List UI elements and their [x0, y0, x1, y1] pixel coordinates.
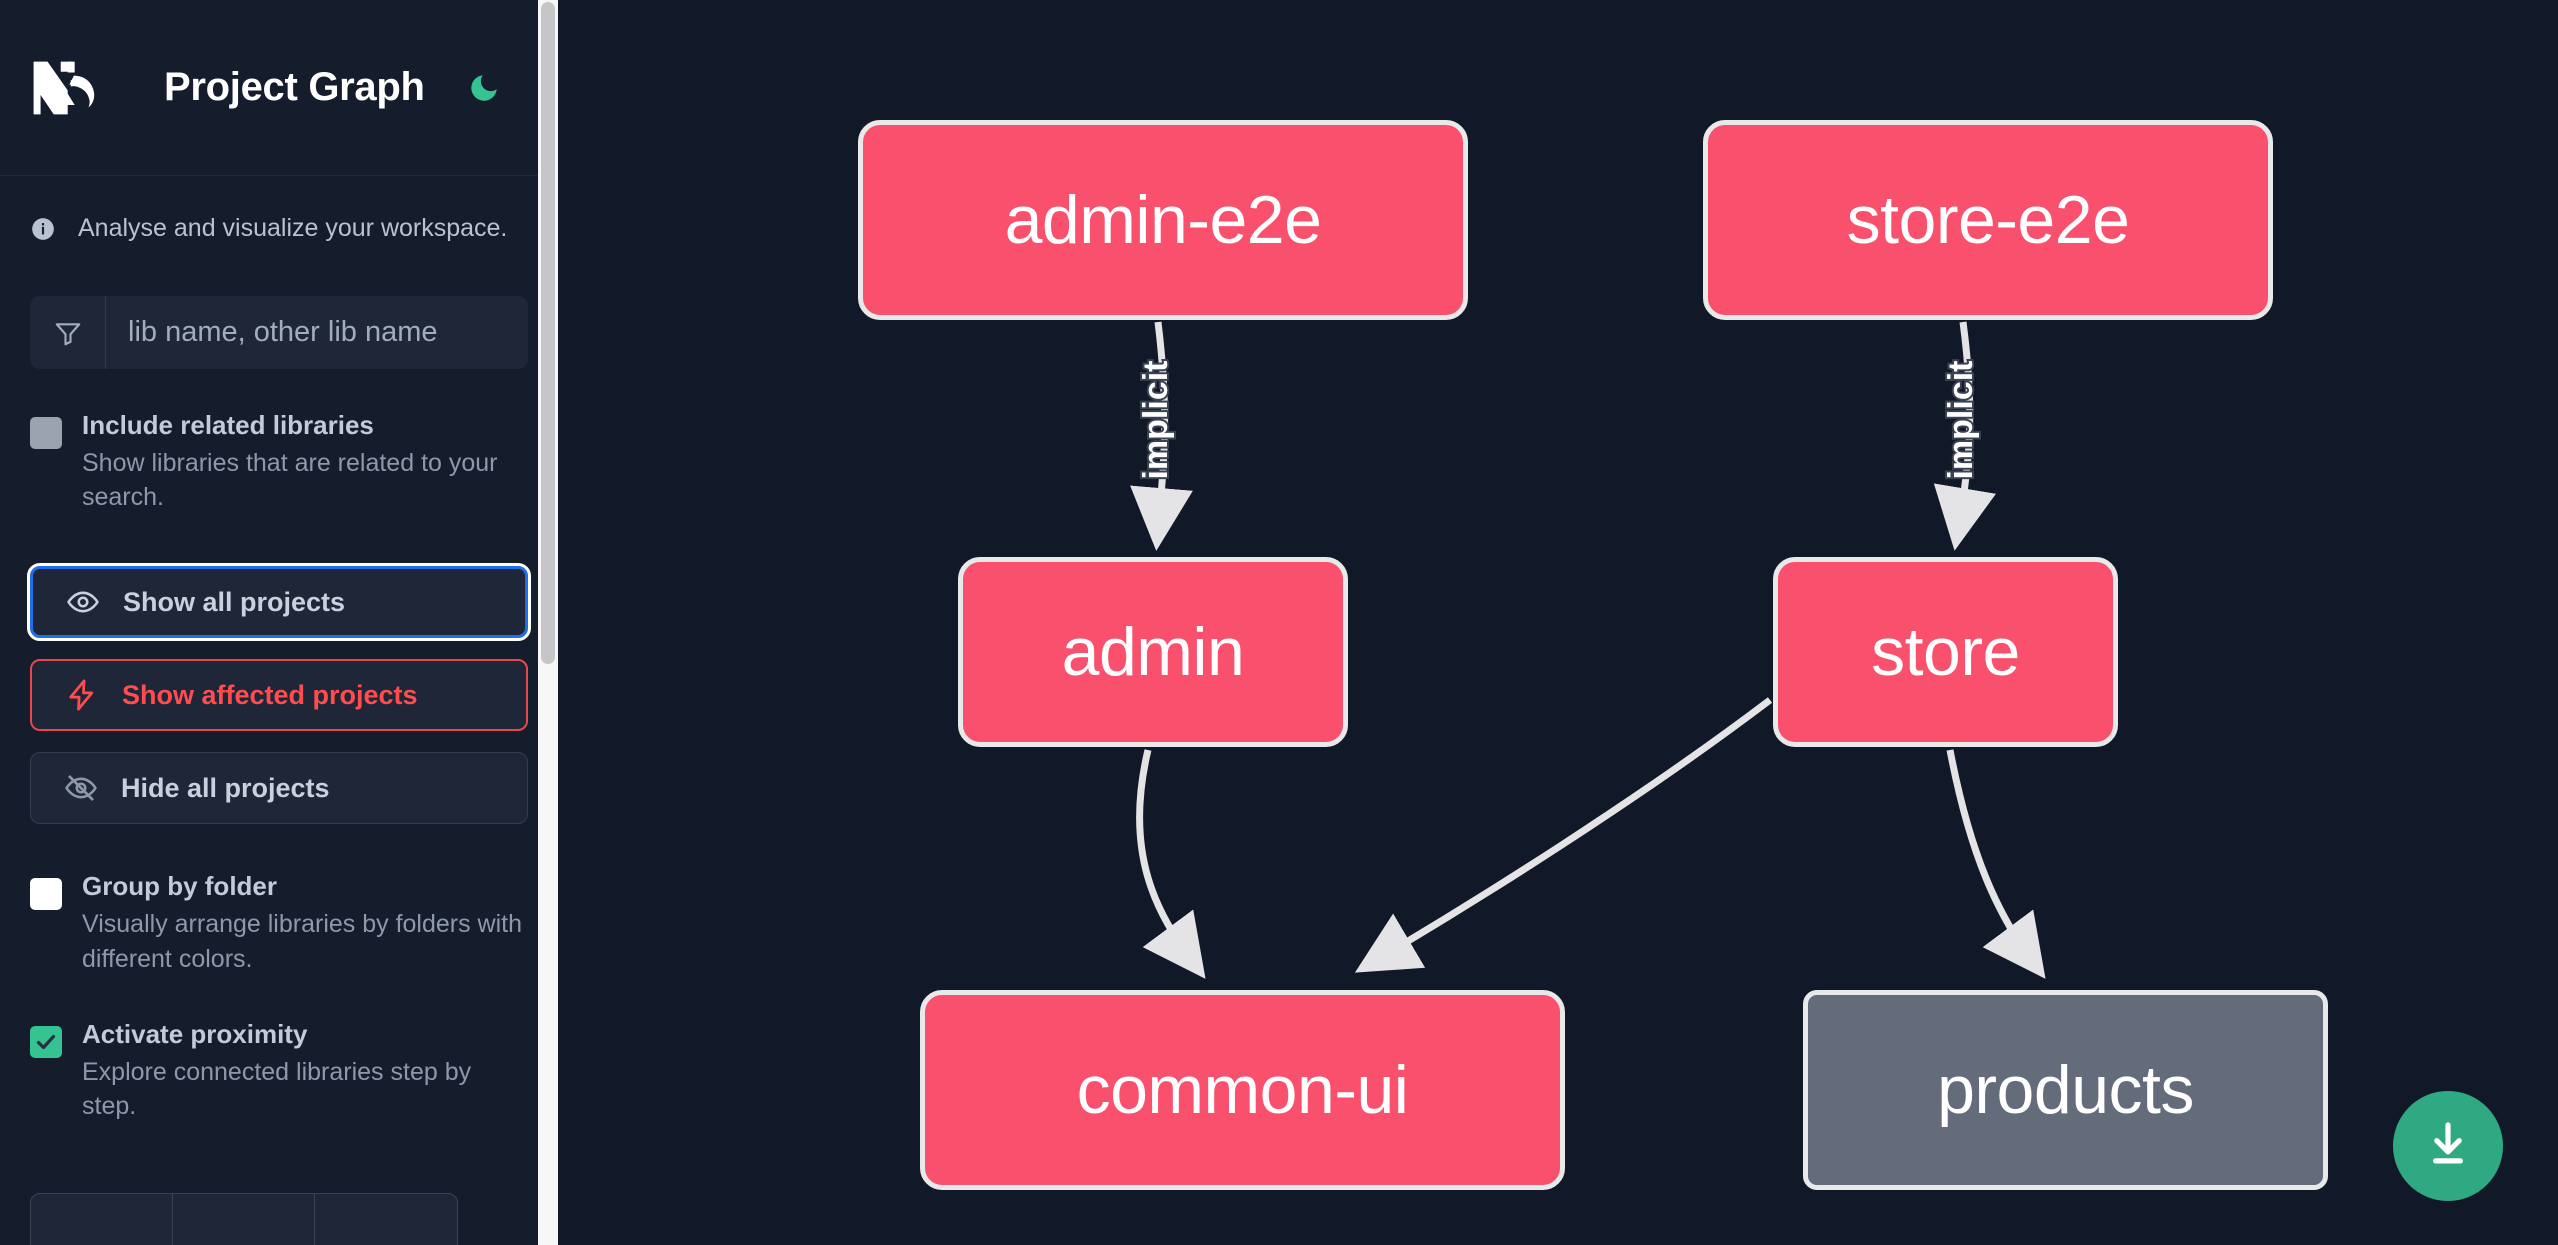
graph-node-store[interactable]: store: [1773, 557, 2118, 747]
graph-node-admin[interactable]: admin: [958, 557, 1348, 747]
option-label: Group by folder: [82, 871, 277, 902]
option-include-related-libraries[interactable]: Include related libraries Show libraries…: [30, 410, 528, 514]
analyse-hint-text: Analyse and visualize your workspace.: [78, 214, 508, 242]
node-label: common-ui: [1076, 1052, 1409, 1128]
checkbox-activate-proximity[interactable]: [30, 1025, 62, 1058]
download-graph-button[interactable]: [2393, 1091, 2503, 1201]
analyse-hint: Analyse and visualize your workspace.: [30, 214, 528, 243]
button-label: Show affected projects: [122, 679, 418, 710]
sidebar-header: Project Graph: [0, 0, 558, 176]
edge-store-common-ui: [1354, 697, 1773, 973]
segment-option-1[interactable]: [31, 1194, 173, 1245]
sidebar-body: Analyse and visualize your workspace. In…: [0, 214, 558, 1123]
search-input[interactable]: [106, 296, 528, 369]
edge-admin-e2e-admin: [1130, 321, 1193, 551]
node-label: store: [1871, 614, 2020, 690]
info-circle-icon: [30, 216, 56, 242]
graph-canvas[interactable]: implicit implicit admin-e2e store-e2e ad…: [558, 0, 2558, 1245]
checkbox-group-by-folder[interactable]: [30, 878, 62, 911]
option-activate-proximity[interactable]: Activate proximity Explore connected lib…: [30, 1018, 528, 1123]
node-label: admin-e2e: [1004, 182, 1322, 258]
graph-node-admin-e2e[interactable]: admin-e2e: [858, 120, 1468, 320]
download-icon: [2421, 1117, 2475, 1176]
edge-label-implicit-admin: implicit: [1135, 358, 1177, 481]
edge-label-implicit-store: implicit: [1940, 358, 1982, 481]
edge-admin-common-ui: [1136, 749, 1206, 979]
graph-action-buttons: Show all projects Show affected projects: [27, 563, 531, 825]
node-label: products: [1937, 1052, 2194, 1128]
show-affected-projects-button[interactable]: Show affected projects: [30, 659, 528, 732]
option-description: Visually arrange libraries by folders wi…: [82, 910, 523, 973]
lightning-icon: [64, 677, 100, 713]
node-label: admin: [1061, 614, 1245, 690]
proximity-segmented-control[interactable]: [30, 1193, 458, 1245]
sidebar: Project Graph Analyse and visualize your…: [0, 0, 558, 1245]
edge-store-products: [1946, 749, 2046, 979]
button-label: Hide all projects: [121, 772, 330, 803]
option-label: Activate proximity: [82, 1018, 308, 1049]
nx-logo-icon: [30, 57, 124, 119]
graph-edges: implicit implicit: [1130, 321, 2046, 979]
option-description: Explore connected libraries step by step…: [82, 1057, 472, 1120]
option-label: Include related libraries: [82, 410, 374, 440]
filter-funnel-icon: [30, 296, 106, 369]
search-field[interactable]: [30, 296, 528, 369]
option-group-by-folder[interactable]: Group by folder Visually arrange librari…: [30, 871, 528, 975]
sidebar-scrollbar[interactable]: [538, 0, 558, 1245]
segment-option-2[interactable]: [173, 1194, 315, 1245]
segment-option-3[interactable]: [315, 1194, 457, 1245]
page-title: Project Graph: [164, 65, 425, 109]
svg-text:implicit: implicit: [1137, 360, 1175, 479]
svg-text:implicit: implicit: [1942, 360, 1980, 479]
sidebar-scrollbar-thumb[interactable]: [541, 2, 555, 664]
graph-node-store-e2e[interactable]: store-e2e: [1703, 120, 2273, 320]
eye-off-icon: [63, 770, 99, 806]
hide-all-projects-button[interactable]: Hide all projects: [30, 752, 528, 825]
edge-store-e2e-store: [1933, 321, 1996, 551]
option-description: Show libraries that are related to your …: [82, 448, 498, 512]
graph-node-products[interactable]: products: [1803, 990, 2328, 1190]
eye-icon: [65, 584, 101, 620]
graph-node-common-ui[interactable]: common-ui: [920, 990, 1565, 1190]
moon-icon[interactable]: [461, 65, 507, 111]
button-label: Show all projects: [123, 586, 346, 617]
show-all-projects-button[interactable]: Show all projects: [27, 563, 531, 642]
node-label: store-e2e: [1846, 182, 2130, 258]
checkbox-include-related-libraries[interactable]: [30, 417, 62, 449]
